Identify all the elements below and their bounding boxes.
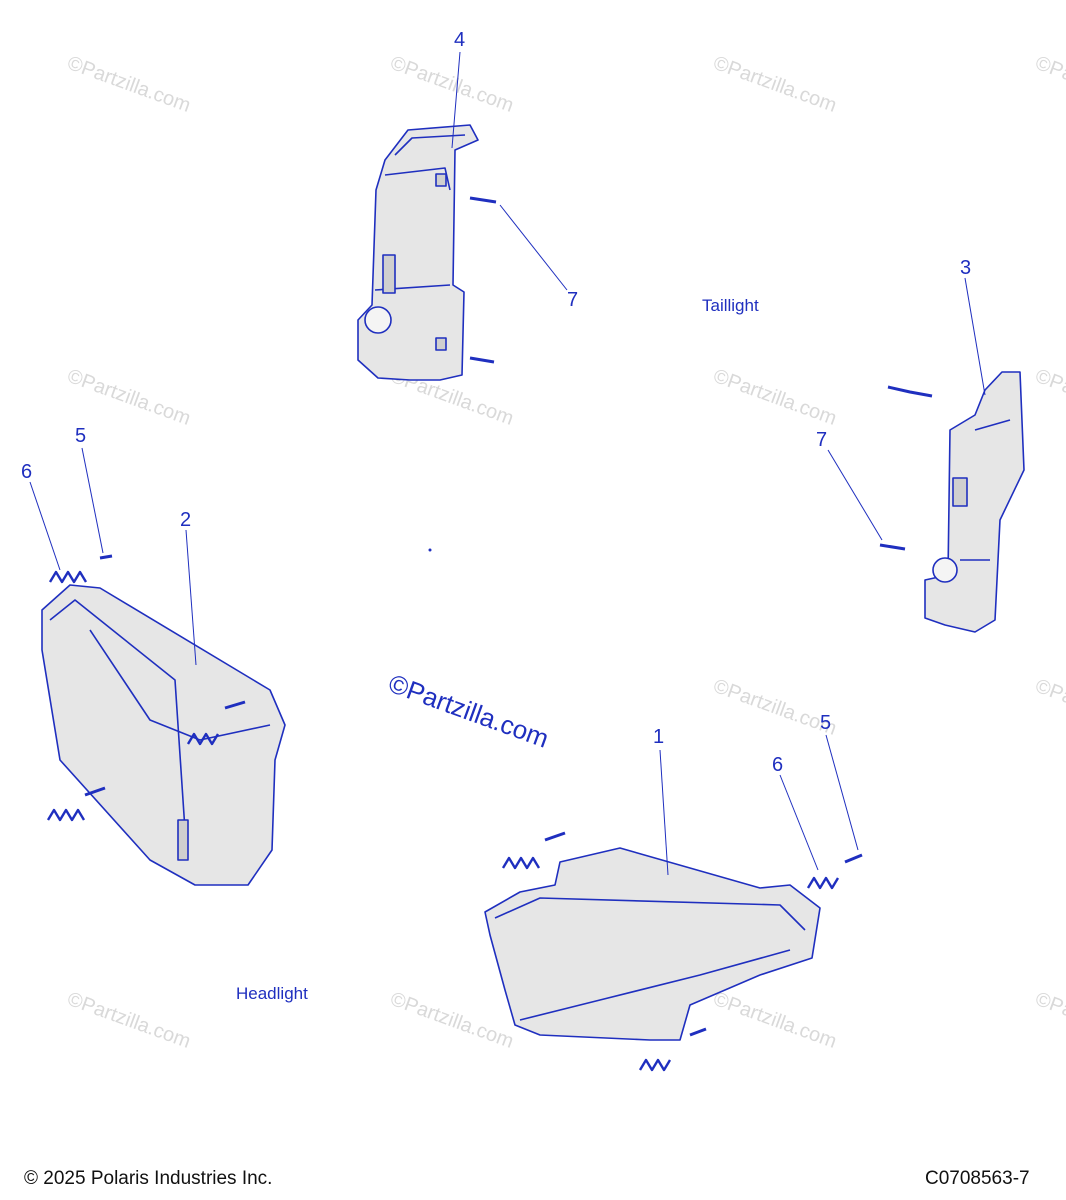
- callout-3: 3: [960, 257, 972, 279]
- callout-5: 5: [820, 712, 832, 734]
- callout-2: 2: [180, 509, 192, 531]
- callout-6: 6: [772, 754, 784, 776]
- part-3-taillight-right: [879, 371, 1025, 633]
- callout-4: 4: [454, 29, 466, 51]
- callout-1: 1: [653, 726, 665, 748]
- callout-5: 5: [75, 425, 87, 447]
- part-1-headlight-lower: [484, 831, 863, 1041]
- callout-7: 7: [816, 429, 828, 451]
- copyright-text: © 2025 Polaris Industries Inc.: [24, 1168, 273, 1189]
- diagram-code: C0708563-7: [925, 1168, 1030, 1189]
- reference-dot: [428, 548, 432, 552]
- part-2-headlight-left: [41, 554, 286, 886]
- callout-7: 7: [567, 289, 579, 311]
- taillight-label: Taillight: [702, 296, 759, 315]
- headlight-label: Headlight: [236, 984, 308, 1003]
- part-4-taillight-left: [357, 124, 497, 381]
- springs: [46, 570, 840, 1072]
- callout-6: 6: [21, 461, 33, 483]
- leader-lines: [29, 51, 986, 876]
